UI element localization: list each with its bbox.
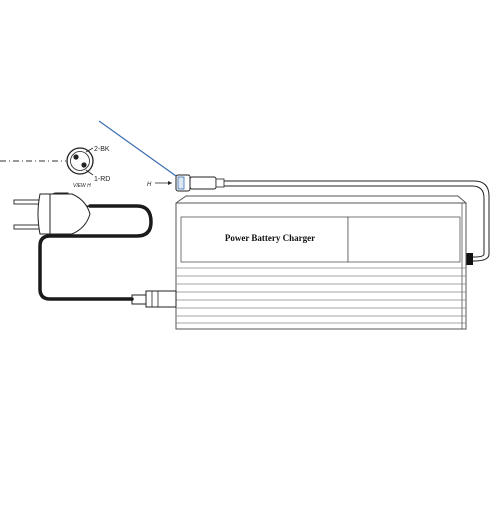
pin-top-label: 2-BK — [94, 146, 110, 153]
callout-h: H — [147, 181, 172, 188]
ac-inlet-connector — [131, 290, 177, 308]
ac-power-cable — [38, 204, 153, 301]
pointer-line — [98, 120, 177, 177]
plug-pin-bottom — [13, 224, 41, 230]
callout-letter: H — [147, 182, 152, 188]
pin-bottom-label: 1-RD — [94, 176, 110, 183]
pin-1-icon — [81, 162, 87, 168]
heat-sink-fins — [176, 267, 466, 324]
label-panel — [180, 216, 349, 263]
charger-label: Power Battery Charger — [225, 233, 315, 243]
wall-plug-icon — [13, 192, 91, 235]
view-label: VIEW H — [73, 183, 91, 189]
pin-2-icon — [73, 154, 79, 160]
output-connector — [175, 174, 225, 192]
connector-end-view: 2-BK 1-RD VIEW H — [66, 146, 110, 189]
plug-pin-top — [13, 199, 41, 205]
charger-body: Power Battery Charger — [175, 195, 467, 330]
cable-strain-relief — [465, 253, 473, 265]
output-cable — [224, 180, 490, 262]
